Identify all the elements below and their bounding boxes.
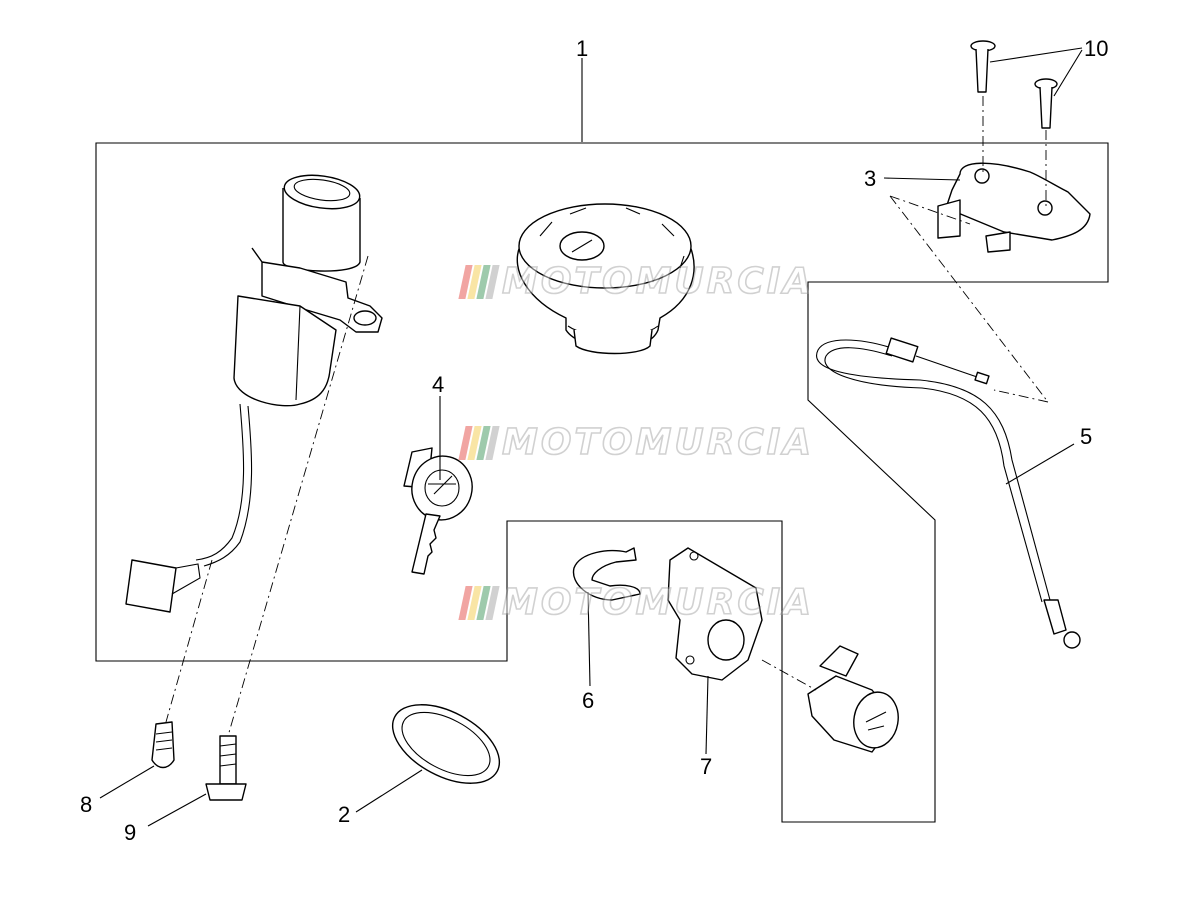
cable — [816, 337, 1081, 649]
assembly-line-pins — [165, 255, 369, 737]
callout-1: 1 — [576, 36, 588, 61]
callout-7: 7 — [700, 754, 712, 779]
callout-6: 6 — [582, 688, 594, 713]
lock-cylinder — [761, 645, 899, 753]
callout-2: 2 — [338, 802, 350, 827]
callout-3: 3 — [864, 166, 876, 191]
callout-8: 8 — [80, 792, 92, 817]
lock-plate — [667, 547, 763, 681]
ignition-switch — [125, 174, 383, 613]
group-frames — [95, 142, 1109, 823]
callout-9: 9 — [124, 820, 136, 845]
callout-10: 10 — [1084, 36, 1108, 61]
emblem — [391, 704, 501, 784]
key — [403, 447, 473, 575]
screw-pair — [970, 40, 1058, 129]
bracket — [937, 162, 1091, 253]
fuel-cap — [516, 203, 695, 355]
callout-numbers: 1 2 3 4 5 6 7 8 9 10 — [80, 36, 1108, 845]
assembly-line-bracket-cable — [889, 195, 1049, 403]
pin — [151, 721, 175, 769]
leader-lines — [99, 47, 1083, 827]
callout-5: 5 — [1080, 424, 1092, 449]
bolt — [205, 735, 247, 801]
spring-clip — [572, 547, 641, 601]
assembly-line-screws — [982, 96, 1047, 208]
callout-4: 4 — [432, 372, 444, 397]
